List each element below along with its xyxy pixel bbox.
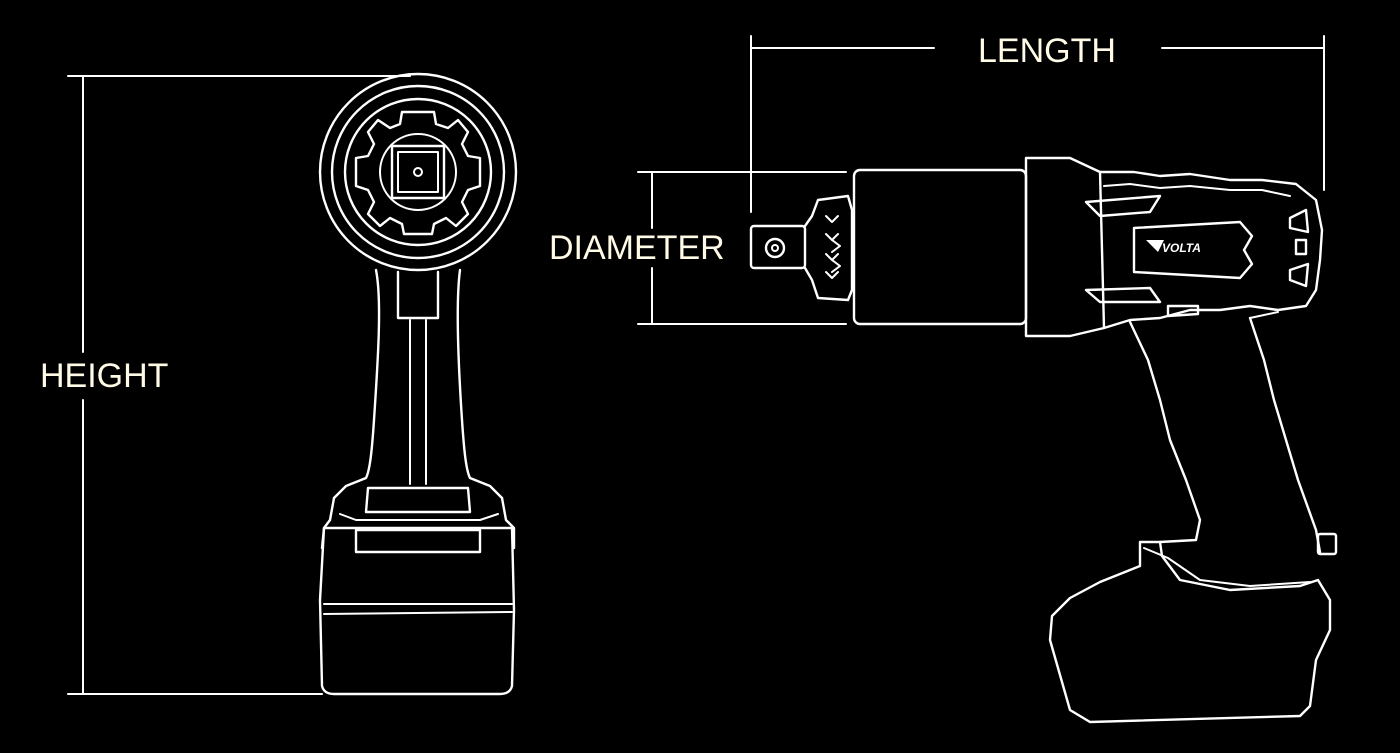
battery-pack-side <box>1048 540 1332 724</box>
tool-front-view <box>318 72 518 696</box>
handle-outline <box>332 268 504 500</box>
battery-pack-front <box>318 526 516 696</box>
height-dimension: HEIGHT <box>40 75 411 695</box>
battery-label-plate <box>354 528 482 554</box>
length-label: LENGTH <box>978 32 1116 70</box>
square-drive <box>390 144 446 200</box>
trigger-neck <box>396 270 440 320</box>
anvil-tip <box>749 224 807 270</box>
logo-text: VOLTA <box>1162 241 1201 255</box>
diameter-label: DIAMETER <box>549 229 725 267</box>
gear-collar-outline <box>354 110 482 236</box>
tool-side-view: VOLTA <box>749 156 1338 724</box>
height-label: HEIGHT <box>40 357 168 395</box>
head-inner-ring <box>343 97 493 247</box>
battery-release-button <box>1316 532 1338 556</box>
anvil-collar <box>803 194 854 302</box>
vent-lower <box>1084 286 1162 304</box>
front-housing <box>852 168 1028 326</box>
volta-logo: VOLTA <box>1146 240 1201 255</box>
diameter-dimension: DIAMETER <box>549 171 847 325</box>
motor-housing <box>1098 170 1324 330</box>
logo-panel <box>1132 220 1254 280</box>
battery-latch <box>364 486 472 514</box>
vent-upper <box>1084 194 1162 218</box>
head-outer-ring <box>318 72 518 272</box>
length-dimension: LENGTH <box>750 32 1325 213</box>
head-mid-ring <box>330 84 506 260</box>
side-handle <box>1128 316 1322 554</box>
